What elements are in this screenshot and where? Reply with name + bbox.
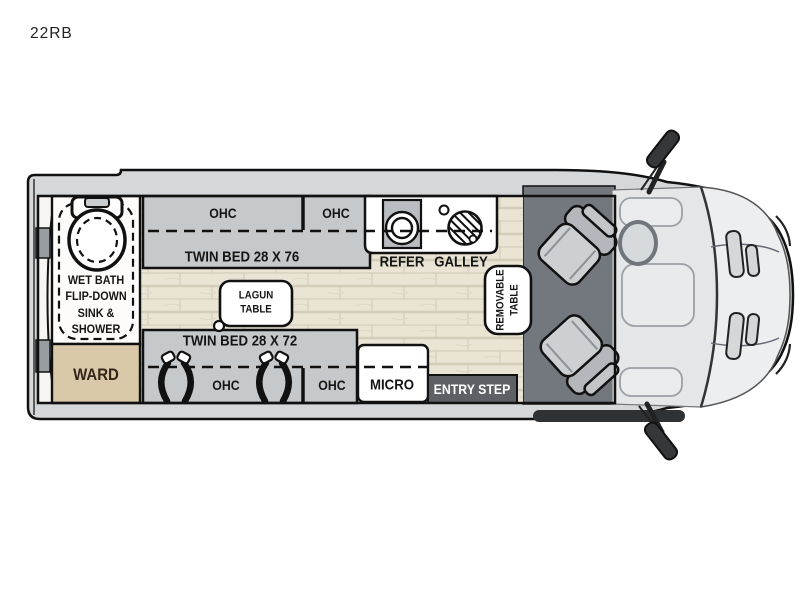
headlight-icon xyxy=(775,215,792,247)
refrigerator-icon xyxy=(381,198,423,250)
galley-counter xyxy=(363,194,499,255)
label-wet-bath: WET BATH FLIP-DOWN SINK & SHOWER xyxy=(65,273,127,337)
label-galley: GALLEY xyxy=(434,253,488,271)
dashboard-area xyxy=(611,186,718,408)
label-lagun-table: LAGUN TABLE xyxy=(238,289,274,316)
hood-vents xyxy=(725,229,761,361)
passenger-seat-icon xyxy=(539,314,620,397)
center-console xyxy=(621,263,695,327)
label-entry-step: ENTRY STEP xyxy=(433,381,511,397)
floorplan-model-title: 22RB xyxy=(30,25,73,42)
wet-bath-room xyxy=(50,194,142,346)
seatbelt-hook-icon xyxy=(158,350,194,405)
label-ohc-top-left: OHC xyxy=(209,205,237,221)
label-ohc-bottom-right: OHC xyxy=(318,377,346,393)
side-mirror-icon xyxy=(640,129,681,195)
running-board xyxy=(533,410,685,422)
label-twin-bed-top: TWIN BED 28 X 76 xyxy=(184,248,300,266)
steering-wheel-icon xyxy=(618,220,658,266)
interior-outline xyxy=(36,194,617,405)
label-micro: MICRO xyxy=(370,376,414,394)
side-mirror-icon xyxy=(638,401,679,461)
twin-bed-bottom-area xyxy=(141,328,359,405)
lagun-pivot-icon xyxy=(212,319,226,333)
label-ward: WARD xyxy=(73,365,119,384)
seatbelt-hook-icon xyxy=(256,350,292,405)
toilet-icon xyxy=(67,195,127,272)
label-removable-table: REMOVABLE TABLE xyxy=(494,269,521,331)
removable-table-area xyxy=(483,264,533,336)
label-twin-bed-bottom: TWIN BED 28 X 72 xyxy=(182,332,298,350)
hood-area xyxy=(699,186,792,408)
sink-icon xyxy=(438,204,483,246)
driver-seat-icon xyxy=(537,203,618,286)
lagun-table-area xyxy=(212,279,294,333)
label-refer: REFER xyxy=(379,253,425,271)
label-ohc-top-right: OHC xyxy=(322,205,350,221)
label-ohc-bottom-left: OHC xyxy=(212,377,240,393)
headlight-icon xyxy=(775,343,792,375)
